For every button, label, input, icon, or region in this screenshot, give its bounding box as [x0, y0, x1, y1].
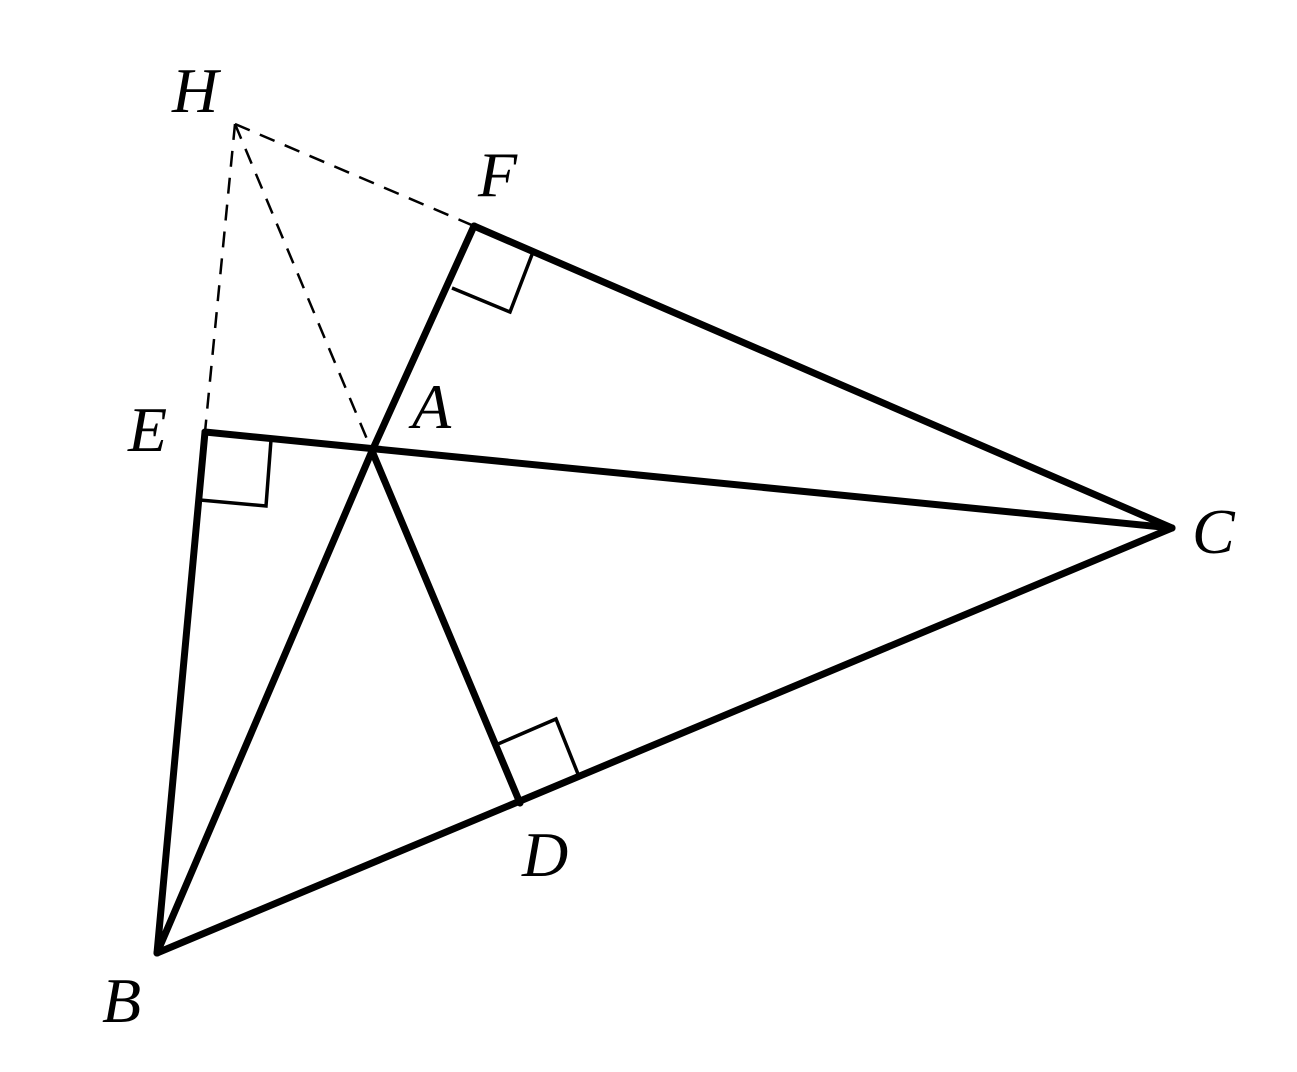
point-label-E: E: [127, 394, 167, 465]
segment-HE: [203, 123, 237, 433]
right-angle-mark-E: [199, 439, 273, 508]
right-angle-mark-F: [451, 251, 535, 315]
point-label-A: A: [408, 371, 452, 442]
segment-BC: [153, 524, 1176, 957]
point-label-H: H: [171, 55, 222, 126]
point-label-D: D: [521, 819, 568, 890]
segment-FA: [368, 222, 478, 455]
point-label-F: F: [477, 139, 518, 210]
segment-EC: [201, 428, 1176, 532]
segment-AB: [153, 447, 376, 957]
segment-BE: [153, 428, 209, 957]
segment-HA: [233, 123, 374, 452]
segment-CF: [470, 222, 1176, 532]
right-angle-mark-D: [497, 716, 582, 780]
point-label-C: C: [1192, 496, 1236, 567]
segment-AD: [368, 447, 524, 807]
point-label-B: B: [102, 965, 141, 1036]
segment-HF: [234, 122, 475, 228]
